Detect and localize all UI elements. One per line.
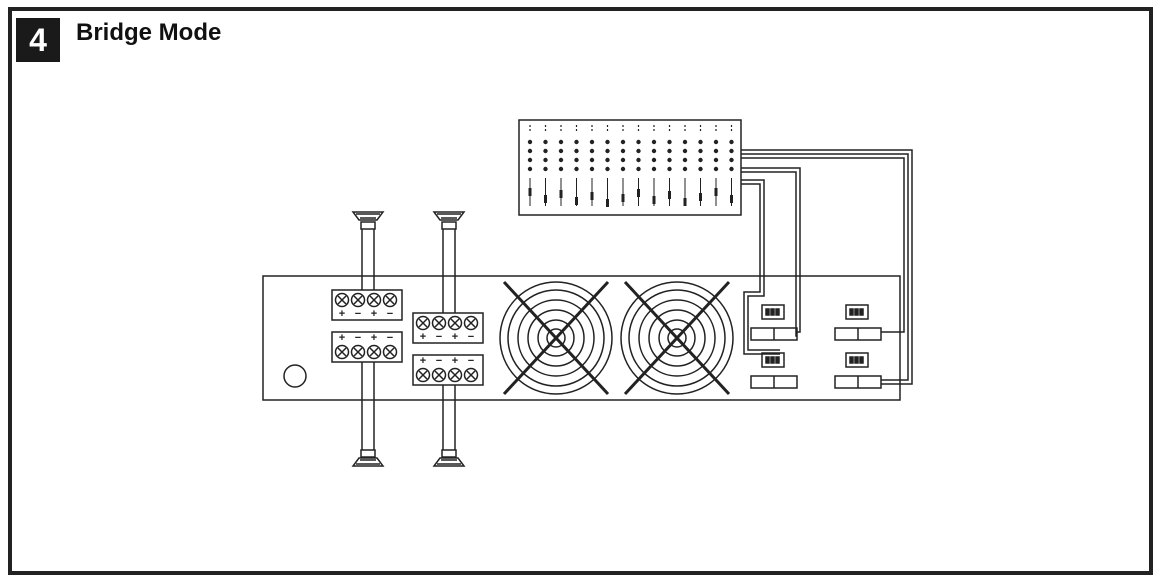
screw-terminal-icon (382, 344, 398, 360)
polarity-label: − (387, 308, 393, 320)
input-module-ch2 (750, 352, 798, 389)
screw-terminal-icon (366, 292, 382, 308)
polarity-label: − (468, 355, 474, 367)
mixer-channel-strip (636, 125, 641, 206)
signal-cable-c (741, 179, 780, 355)
cooling-fan-left-icon (499, 280, 613, 396)
polarity-label: + (420, 331, 426, 343)
power-switch-icon (283, 364, 307, 388)
terminal-block-2-top: +−+− (412, 312, 484, 344)
mixer-channel-strip (682, 125, 688, 206)
terminal-block-2-bottom: +−+− (412, 354, 484, 386)
mixer-channel-strip (543, 125, 548, 206)
mixer-channel-strip (620, 125, 626, 206)
speaker-right-bottom-icon (432, 385, 466, 467)
mixing-console (518, 119, 742, 216)
cooling-fan-right-icon (620, 280, 734, 396)
speaker-left-bottom-icon (351, 362, 385, 467)
signal-cable-b (741, 167, 801, 337)
screw-terminal-icon (350, 344, 366, 360)
polarity-label: + (452, 355, 458, 367)
mixer-channel-strip (651, 125, 657, 206)
mixer-channel-strip (589, 125, 595, 206)
polarity-label: − (468, 331, 474, 343)
polarity-label: + (371, 332, 377, 344)
polarity-label: − (355, 308, 361, 320)
mixer-channel-strip (527, 125, 533, 206)
mixer-channel-strip (729, 125, 734, 206)
screw-terminal-icon (334, 344, 350, 360)
input-module-ch1 (750, 304, 798, 341)
screw-terminal-icon (415, 367, 431, 383)
screw-terminal-icon (366, 344, 382, 360)
terminal-block-1-top: +−+− (331, 289, 403, 321)
screw-terminal-icon (350, 292, 366, 308)
screw-terminal-icon (431, 367, 447, 383)
screw-terminal-icon (415, 315, 431, 331)
step-number-badge: 4 (16, 18, 60, 62)
terminal-block-1-bottom: +−+− (331, 331, 403, 363)
polarity-label: − (387, 332, 393, 344)
polarity-label: + (371, 308, 377, 320)
screw-terminal-icon (447, 315, 463, 331)
input-module-ch3 (834, 304, 882, 341)
polarity-label: + (339, 332, 345, 344)
polarity-label: + (420, 355, 426, 367)
polarity-label: + (452, 331, 458, 343)
mixer-channel-strips (527, 125, 734, 207)
screw-terminal-icon (334, 292, 350, 308)
polarity-label: + (339, 308, 345, 320)
signal-cable-a (741, 149, 913, 385)
mixer-channel-strip (574, 125, 579, 206)
mixer-channel-strip (605, 125, 610, 207)
polarity-label: − (355, 332, 361, 344)
mixer-channel-strip (667, 125, 672, 206)
screw-terminal-icon (431, 315, 447, 331)
input-module-ch4 (834, 352, 882, 389)
mixer-channel-strip (698, 125, 703, 206)
diagram-frame (8, 7, 1153, 575)
screw-terminal-icon (463, 315, 479, 331)
speaker-right-top-icon (432, 211, 466, 313)
screw-terminal-icon (463, 367, 479, 383)
screw-terminal-icon (447, 367, 463, 383)
page-title: Bridge Mode (76, 19, 222, 46)
polarity-label: − (436, 331, 442, 343)
mixer-channel-strip (713, 125, 719, 206)
signal-cable-d (741, 157, 905, 333)
speaker-left-top-icon (351, 211, 385, 290)
polarity-label: − (436, 355, 442, 367)
speaker-terminal-blocks: +−+−+−+−+−+−+−+− (331, 289, 484, 386)
screw-terminal-icon (382, 292, 398, 308)
mixer-channel-strip (558, 125, 564, 206)
